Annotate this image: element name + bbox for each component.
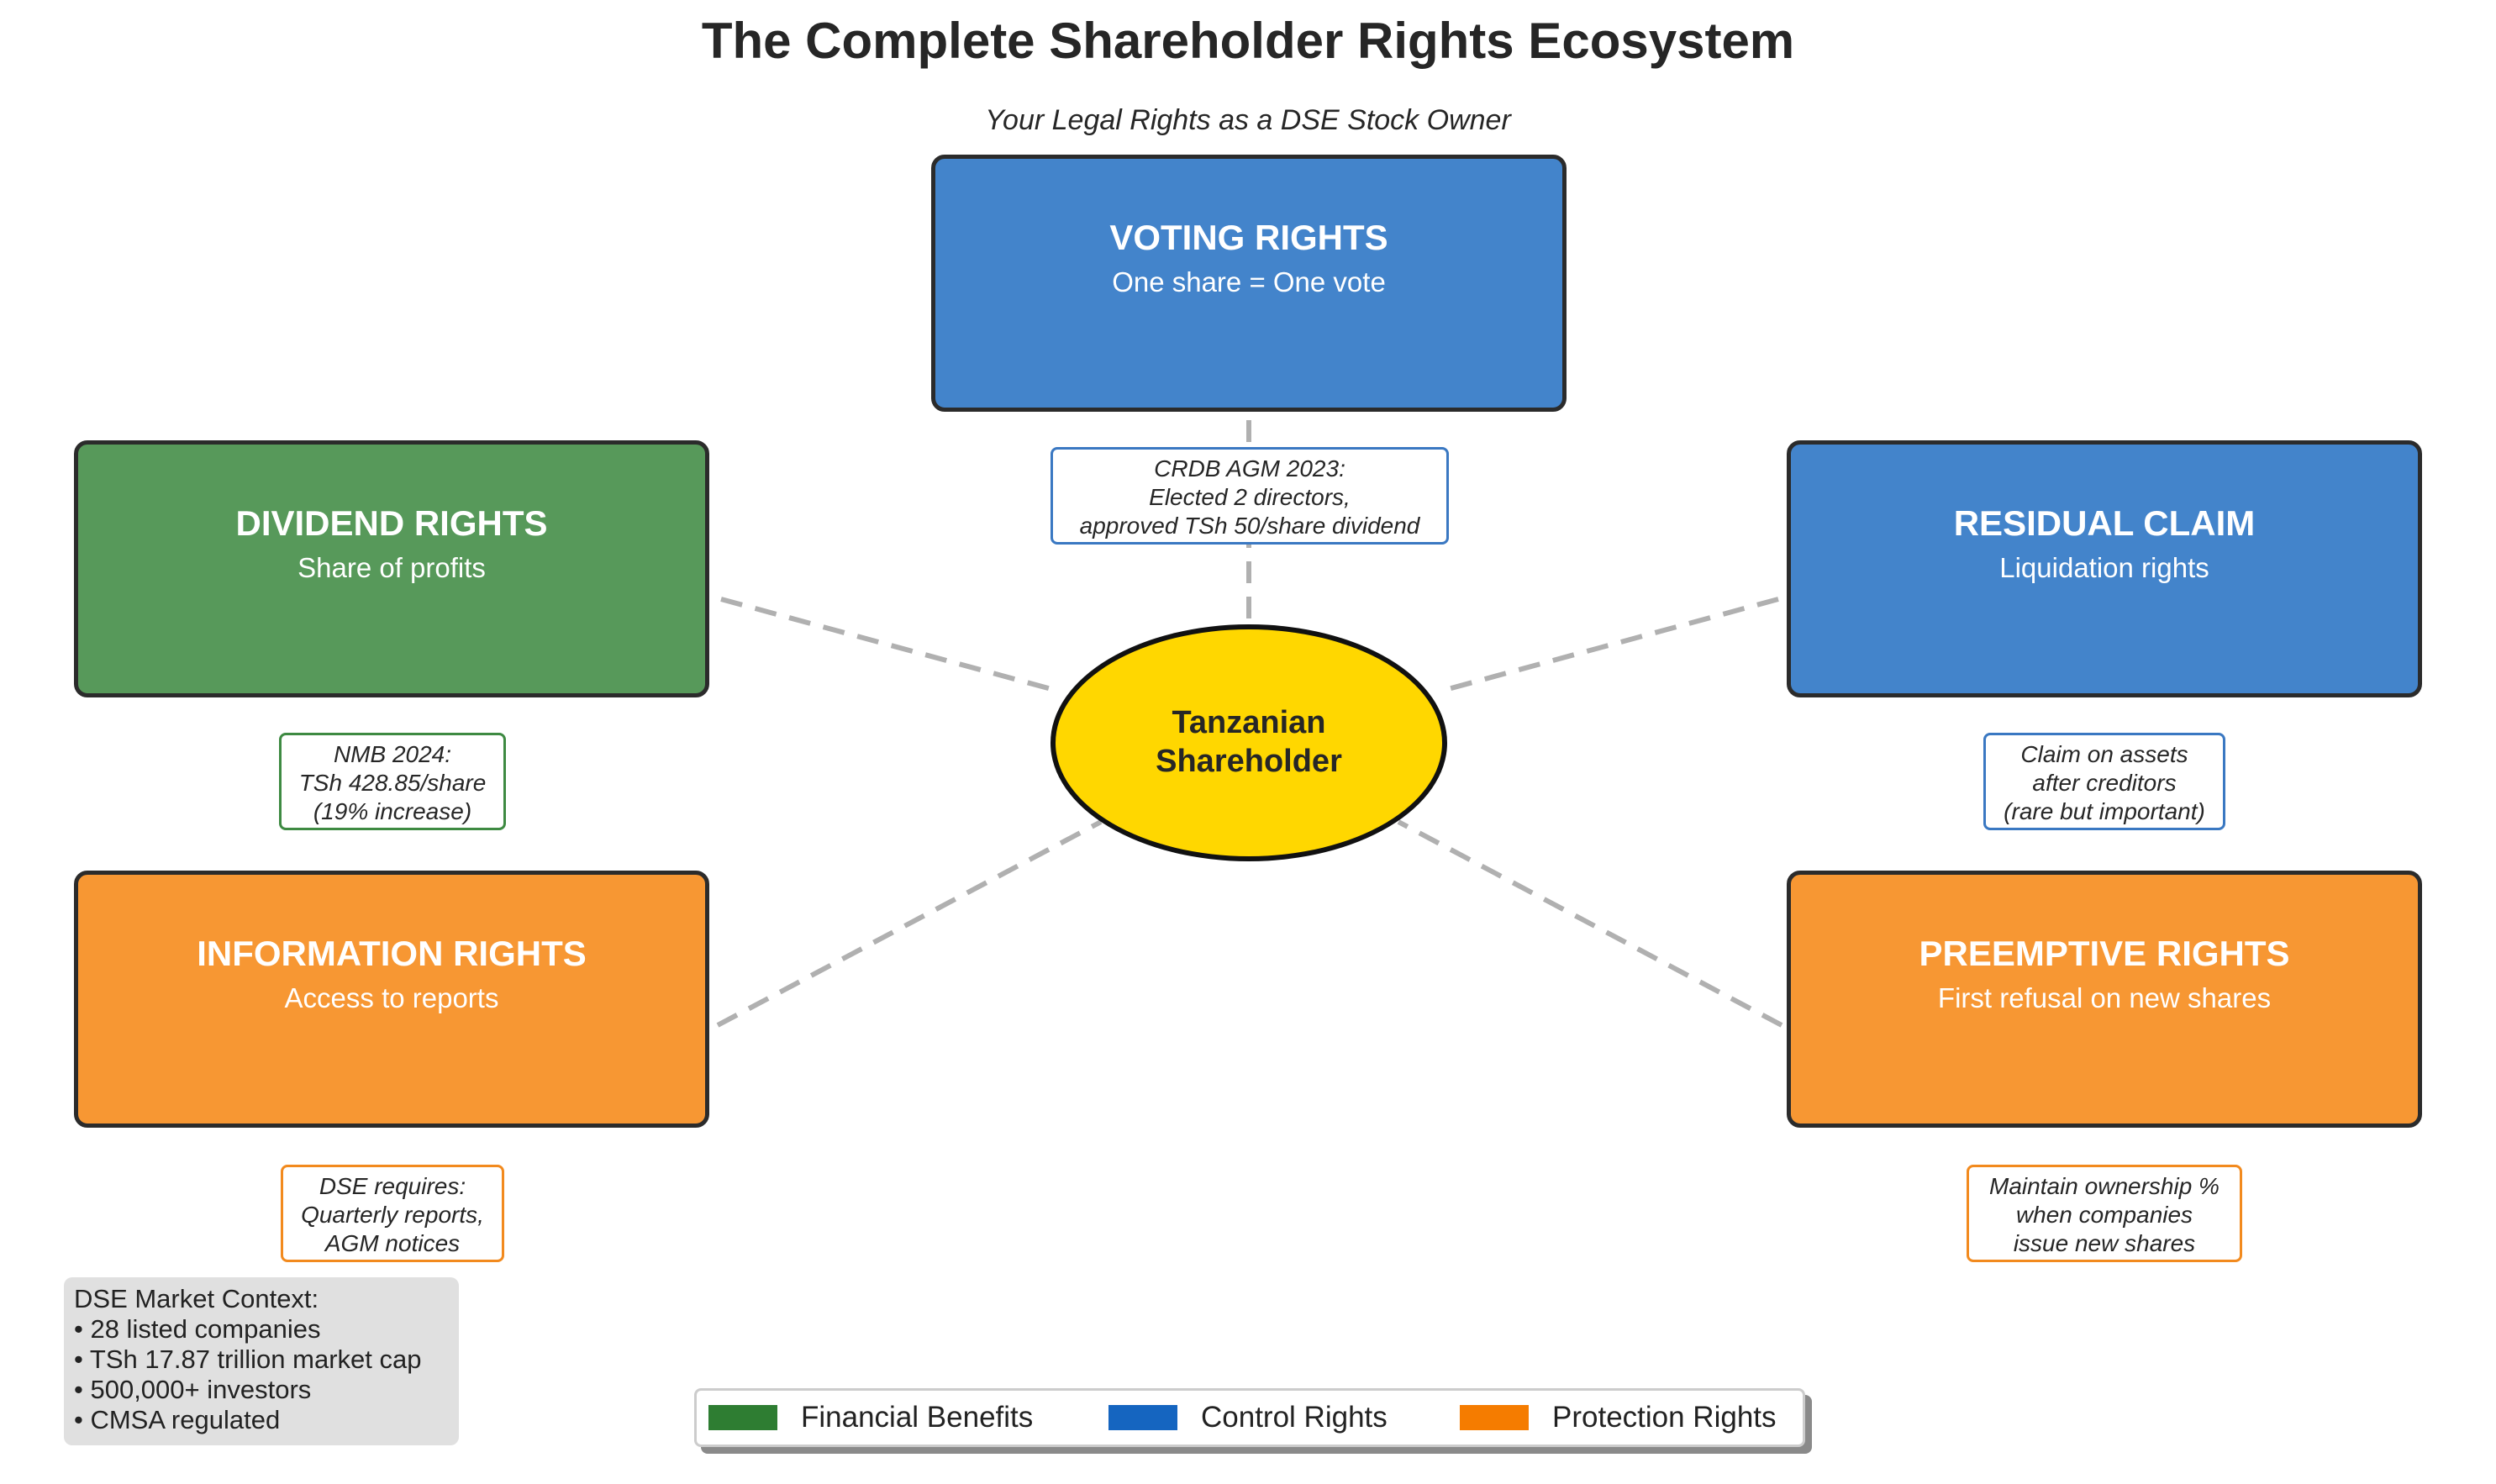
legend-swatch [1108,1405,1177,1430]
market-context-item: • TSh 17.87 trillion market cap [74,1345,422,1374]
residual-claim-subtitle: Liquidation rights [1999,552,2209,583]
legend-item-control: Control Rights [1108,1401,1388,1434]
voting-rights-title: VOTING RIGHTS [1109,218,1388,257]
connector-dividend [720,597,1061,694]
connector-preemptive [1397,819,1783,1028]
market-context-box: DSE Market Context: • 28 listed companie… [64,1277,459,1445]
residual-claim-box: RESIDUAL CLAIM Liquidation rights [1787,440,2422,697]
legend: Financial Benefits Control Rights Protec… [694,1388,1805,1447]
note-line: Elected 2 directors, [1149,484,1351,510]
dividend-rights-subtitle: Share of profits [298,552,486,583]
preemptive-rights-note: Maintain ownership % when companies issu… [1967,1165,2242,1262]
center-label-line: Tanzanian [1172,705,1326,740]
legend-label: Financial Benefits [801,1401,1034,1434]
diagram-subtitle: Your Legal Rights as a DSE Stock Owner [985,104,1511,136]
note-line: Quarterly reports, [301,1202,484,1228]
legend-item-protection: Protection Rights [1460,1401,1777,1434]
voting-rights-subtitle: One share = One vote [1112,266,1386,297]
market-context-item: • 500,000+ investors [74,1375,312,1404]
market-context-heading: DSE Market Context: [74,1284,319,1313]
note-line: AGM notices [324,1230,461,1256]
residual-claim-title: RESIDUAL CLAIM [1953,503,2256,543]
note-line: (rare but important) [2004,798,2205,824]
information-rights-title: INFORMATION RIGHTS [197,934,587,973]
preemptive-rights-title: PREEMPTIVE RIGHTS [1919,934,2290,973]
note-line: approved TSh 50/share dividend [1079,513,1420,539]
diagram-title: The Complete Shareholder Rights Ecosyste… [701,13,1795,69]
note-line: Claim on assets [2020,741,2188,767]
note-line: when companies [2015,1202,2193,1228]
legend-label: Control Rights [1201,1401,1388,1434]
market-context-item: • CMSA regulated [74,1405,281,1434]
note-line: TSh 428.85/share [298,770,487,796]
legend-label: Protection Rights [1552,1401,1777,1434]
legend-swatch [708,1405,777,1430]
legend-item-financial: Financial Benefits [708,1401,1033,1434]
note-line: (19% increase) [313,798,472,824]
voting-rights-note: CRDB AGM 2023: Elected 2 directors, appr… [1051,447,1449,545]
market-context-item: • 28 listed companies [74,1314,321,1344]
center-label-line: Shareholder [1156,744,1342,779]
dividend-rights-title: DIVIDEND RIGHTS [235,503,548,543]
preemptive-rights-subtitle: First refusal on new shares [1937,982,2272,1013]
shareholder-center-node: Tanzanian Shareholder [1051,624,1447,861]
information-rights-subtitle: Access to reports [284,982,499,1013]
information-rights-note: DSE requires: Quarterly reports, AGM not… [281,1165,504,1262]
dividend-rights-note: NMB 2024: TSh 428.85/share (19% increase… [279,733,506,830]
dividend-rights-box: DIVIDEND RIGHTS Share of profits [74,440,709,697]
information-rights-box: INFORMATION RIGHTS Access to reports [74,871,709,1128]
connector-information [716,819,1103,1028]
preemptive-rights-box: PREEMPTIVE RIGHTS First refusal on new s… [1787,871,2422,1128]
legend-swatch [1460,1405,1529,1430]
residual-claim-note: Claim on assets after creditors (rare bu… [1983,733,2225,830]
connector-residual [1438,597,1779,694]
note-line: after creditors [2032,770,2177,796]
voting-rights-box: VOTING RIGHTS One share = One vote [931,155,1567,412]
note-line: DSE requires: [319,1173,466,1199]
note-line: NMB 2024: [333,741,452,767]
note-line: issue new shares [2013,1230,2196,1256]
note-line: Maintain ownership % [1989,1173,2220,1199]
note-line: CRDB AGM 2023: [1154,455,1345,482]
